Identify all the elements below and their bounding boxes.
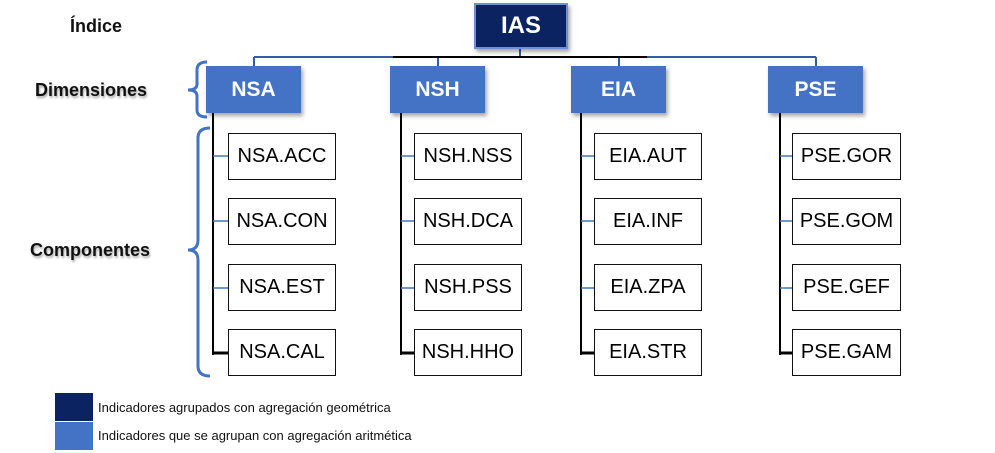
label-dimensions: Dimensiones [35, 80, 148, 100]
component-box: NSA.CAL [228, 329, 336, 376]
component-box: PSE.GOR [792, 133, 901, 180]
dimension-label: NSA [231, 77, 276, 101]
legend-swatch-geometric [55, 393, 93, 421]
component-box: EIA.ZPA [594, 264, 702, 311]
component-box: EIA.STR [594, 329, 702, 376]
component-box: PSE.GEF [792, 264, 901, 311]
brace-components [187, 126, 211, 378]
component-box: NSH.DCA [414, 198, 522, 245]
component-box: NSA.ACC [228, 133, 336, 180]
root-node: IAS [474, 3, 568, 49]
component-box: EIA.INF [594, 198, 702, 245]
component-box: PSE.GAM [792, 329, 901, 376]
legend-text-arithmetic: Indicadores que se agrupan con agregació… [98, 428, 412, 443]
dimension-label: PSE [794, 77, 837, 101]
dimension-label: NSH [415, 77, 460, 101]
label-components: Componentes [30, 240, 151, 260]
component-box: NSH.HHO [414, 329, 522, 376]
component-box: NSA.CON [228, 198, 336, 245]
dimension-eia: EIA [571, 66, 666, 113]
component-box: NSH.PSS [414, 264, 522, 311]
component-box: NSH.NSS [414, 133, 522, 180]
dimension-nsa: NSA [206, 66, 301, 113]
component-box: PSE.GOM [792, 198, 901, 245]
dimension-nsh: NSH [390, 66, 485, 113]
component-trunks [212, 113, 792, 355]
dimension-pse: PSE [768, 66, 863, 113]
brace-dimensions [187, 60, 208, 119]
dimension-label: EIA [600, 77, 636, 101]
root-label: IAS [500, 12, 541, 39]
component-box: EIA.AUT [594, 133, 702, 180]
legend-swatch-arithmetic [55, 422, 93, 450]
label-index: Índice [70, 16, 123, 36]
legend-text-geometric: Indicadores agrupados con agregación geo… [98, 400, 391, 415]
component-box: NSA.EST [228, 264, 336, 311]
